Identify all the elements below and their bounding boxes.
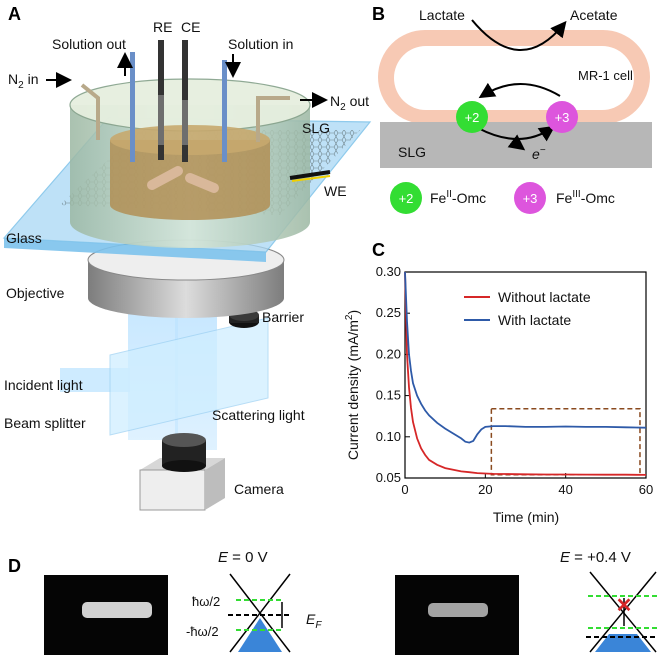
- lactate-to-acetate-arrow: [471, 19, 567, 51]
- ce-label: CE: [181, 19, 200, 35]
- legend-fe3-dot-label: +3: [523, 191, 538, 206]
- electron-label: e−: [532, 145, 546, 162]
- n2-out-label: N2 out: [330, 93, 369, 113]
- fe3-omc-dot: [546, 101, 578, 133]
- panel-d-letter: D: [8, 556, 21, 576]
- legend-fe3-dot: [514, 182, 546, 214]
- camera-label: Camera: [234, 481, 284, 497]
- cell-label: MR-1 cell: [578, 68, 633, 83]
- beam-splitter: [109, 317, 269, 436]
- forbidden-transition-icon: ✕: [616, 595, 633, 617]
- lactate-label: Lactate: [419, 7, 465, 23]
- acetate-label: Acetate: [570, 7, 618, 23]
- cell-interior: [394, 46, 634, 110]
- panel-a-letter: A: [8, 4, 21, 24]
- electrodes: [130, 40, 227, 162]
- hw-bottom-label: -ħω/2: [186, 624, 219, 639]
- electrochemical-cell: [69, 78, 311, 248]
- beam-splitter-label: Beam splitter: [4, 415, 86, 431]
- fe2-omc-dot: [456, 101, 488, 133]
- highlight-box: [490, 408, 641, 476]
- e-label-0v: E = 0 V: [218, 549, 268, 566]
- electron-arrow: [507, 134, 526, 151]
- we-lead-yellow: [291, 175, 331, 182]
- cell-image-04v: [428, 603, 488, 617]
- panel-a: A: [2, 4, 372, 511]
- y-axis-label: Current density (mA/m2): [344, 310, 361, 460]
- panel-b-letter: B: [372, 4, 385, 24]
- y-tick-label-1: 0.10: [376, 429, 401, 444]
- legend-fe2-dot-label: +2: [399, 191, 414, 206]
- panel-d: D E = 0 V ħω/2 -ħω/2 EF E = +0.4 V: [8, 549, 658, 655]
- x-tick-label-3: 60: [639, 482, 653, 497]
- y-tick-label-5: 0.30: [376, 264, 401, 279]
- we-label: WE: [324, 183, 347, 199]
- e-label-04v: E = +0.4 V: [560, 549, 631, 566]
- n2-in-tube: [80, 83, 100, 140]
- slg-b-label: SLG: [398, 144, 426, 160]
- slg-label: SLG: [302, 120, 330, 136]
- panel-c: C 0 20 40 60 0.05 0.10 0.15 0.20 0.25 0.30 Time (…: [344, 240, 653, 525]
- solution-in-label: Solution in: [228, 36, 293, 52]
- fe3-omc-label: +3: [555, 110, 570, 125]
- camera: [139, 433, 225, 511]
- band-diagram-04v: ✕: [586, 571, 658, 653]
- band-diagram-0v: ħω/2 -ħω/2 EF: [186, 573, 322, 653]
- panel-b: B +2 +3 Lactate Acetate MR-1 cell SLG e−…: [372, 4, 652, 214]
- chart-legend: Without lactate With lactate: [464, 289, 591, 328]
- n2-in-label: N2 in: [8, 71, 38, 91]
- n2-out-tube: [256, 96, 290, 142]
- solution-out-label: Solution out: [52, 36, 126, 52]
- x-tick-label-1: 20: [478, 482, 492, 497]
- glass-label: Glass: [6, 230, 42, 246]
- y-tick-label-3: 0.20: [376, 346, 401, 361]
- filled-band-04v: [595, 634, 651, 652]
- x-tick-label-0: 0: [401, 482, 408, 497]
- y-tick-label-0: 0.05: [376, 470, 401, 485]
- we-lead: [289, 170, 331, 180]
- legend-fe2-dot: [390, 182, 422, 214]
- hw-top-label: ħω/2: [192, 594, 220, 609]
- series-line-0: [404, 271, 647, 476]
- glass-plate-edge: [4, 238, 266, 262]
- filled-band-0v: [238, 618, 282, 652]
- objective-label: Objective: [6, 285, 65, 301]
- current-density-chart: 0 20 40 60 0.05 0.10 0.15 0.20 0.25 0.30: [376, 264, 654, 497]
- re-label: RE: [153, 19, 172, 35]
- legend-with-lactate: With lactate: [498, 312, 571, 328]
- fermi-label: EF: [306, 611, 322, 631]
- y-tick-label-2: 0.15: [376, 388, 401, 403]
- plot-frame: [404, 271, 647, 479]
- legend-fe2-label: FeII-Omc: [430, 189, 486, 206]
- barrier-label: Barrier: [262, 309, 304, 325]
- x-tick-label-2: 40: [558, 482, 572, 497]
- legend-without-lactate: Without lactate: [498, 289, 591, 305]
- incident-light-label: Incident light: [4, 377, 83, 393]
- series-line-1: [404, 271, 647, 444]
- legend-fe3-label: FeIII-Omc: [556, 189, 615, 206]
- panel-c-letter: C: [372, 240, 385, 260]
- y-tick-label-4: 0.25: [376, 305, 401, 320]
- fe2-omc-label: +2: [465, 110, 480, 125]
- cell-image-0v: [82, 602, 152, 618]
- reduction-arrow: [478, 82, 561, 99]
- scattering-light-label: Scattering light: [212, 407, 305, 423]
- x-axis-label: Time (min): [493, 509, 559, 525]
